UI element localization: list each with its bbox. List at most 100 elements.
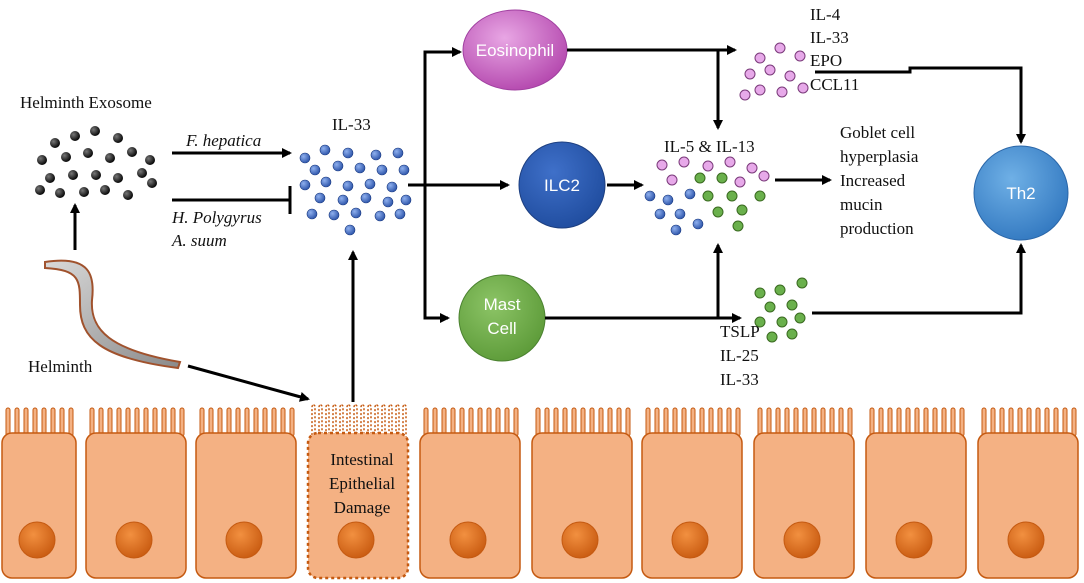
arrow-helminth-to-epithelium [187,364,310,402]
helminth-exosome-label: Helminth Exosome [20,93,152,112]
microvillus [289,407,295,437]
mast-cytokine-tslp: TSLP [720,322,760,341]
microvillus [89,407,95,437]
il33-dot [370,149,382,161]
microvillus [402,404,407,440]
exosome-dot [90,126,100,136]
microvillus [616,407,622,437]
mast-cytokine-dot [786,328,798,340]
il33-dot [692,218,704,230]
microvillus [914,407,920,437]
microvillus [513,407,519,437]
arrow-mast-cytokines-to-th2 [812,243,1026,315]
ilc2-node [518,141,606,229]
mast-cytokine-dot [754,287,766,299]
microvillus [14,407,20,437]
damage-label-line1: Intestinal [330,450,394,469]
microvillus [690,407,696,437]
il33-dot [299,179,311,191]
il13-dot [746,162,758,174]
exosome-dot [61,152,71,162]
microvillus [757,407,763,437]
microvillus [68,407,74,437]
microvillus [1017,407,1023,437]
il13-dot [656,159,668,171]
il33-dot [662,194,674,206]
mast-cytokine-dot [794,312,806,324]
il13-dot [666,174,678,186]
microvillus [346,404,351,440]
eos-cytokine-dot [784,70,796,82]
helminth-label: Helminth [28,357,93,376]
il33-dot [684,188,696,200]
exosome-dot [79,187,89,197]
microvillus [395,404,400,440]
microvillus [32,407,38,437]
il5-dot [694,172,706,184]
microvillus [59,407,65,437]
microvillus [923,407,929,437]
exosome-dot [113,173,123,183]
microvillus [663,407,669,437]
mast-cytokine-cluster [754,277,808,343]
il33-dot [360,192,372,204]
exosome-dot [50,138,60,148]
microvillus [802,407,808,437]
cell-nucleus [1007,521,1045,559]
il5-il13-cluster [644,156,770,236]
microvillus [339,404,344,440]
microvillus [388,404,393,440]
il13-dot [678,156,690,168]
microvillus [726,407,732,437]
eos-cytokine-ccl11: CCL11 [810,75,859,94]
il33-dot [374,210,386,222]
microvillus [941,407,947,437]
damage-label-line3: Damage [334,498,391,517]
il33-dot [354,162,366,174]
il33-label: IL-33 [332,115,371,134]
microvillus [562,407,568,437]
ilc2-label: ILC2 [544,176,580,195]
exosome-dot [37,155,47,165]
microvillus [226,407,232,437]
th2-node [973,145,1069,241]
microvillus [775,407,781,437]
microvillus [905,407,911,437]
exosome-dot [105,153,115,163]
il33-cluster [299,144,412,236]
cell-nucleus [115,521,153,559]
il5-il13-label: IL-5 & IL-13 [664,137,755,156]
microvillus [1008,407,1014,437]
il5-dot [712,206,724,218]
il33-dot [644,190,656,202]
eos-cytokine-il4: IL-4 [810,5,841,24]
damage-label-line2: Epithelial [329,474,395,493]
microvillus [717,407,723,437]
microvillus [1053,407,1059,437]
il33-dot [344,224,356,236]
h-polygyrus-label: H. Polygyrus [171,208,262,227]
epithelial-cell [865,432,967,579]
microvillus [325,404,330,440]
il33-dot [337,194,349,206]
eosinophil-label: Eosinophil [476,41,554,60]
microvillus [1035,407,1041,437]
microvillus [681,407,687,437]
il33-dot [332,160,344,172]
microvillus [432,407,438,437]
microvillus [116,407,122,437]
exosome-dot [83,148,93,158]
microvillus [784,407,790,437]
microvillus [280,407,286,437]
microvillus [98,407,104,437]
il33-dot [314,192,326,204]
il13-dot [734,176,746,188]
eos-cytokine-dot [764,64,776,76]
eos-cytokine-dot [776,86,788,98]
microvillus [459,407,465,437]
microvillus [847,407,853,437]
il33-dot [319,144,331,156]
microvillus [253,407,259,437]
epithelial-cell [419,432,521,579]
il5-dot [716,172,728,184]
